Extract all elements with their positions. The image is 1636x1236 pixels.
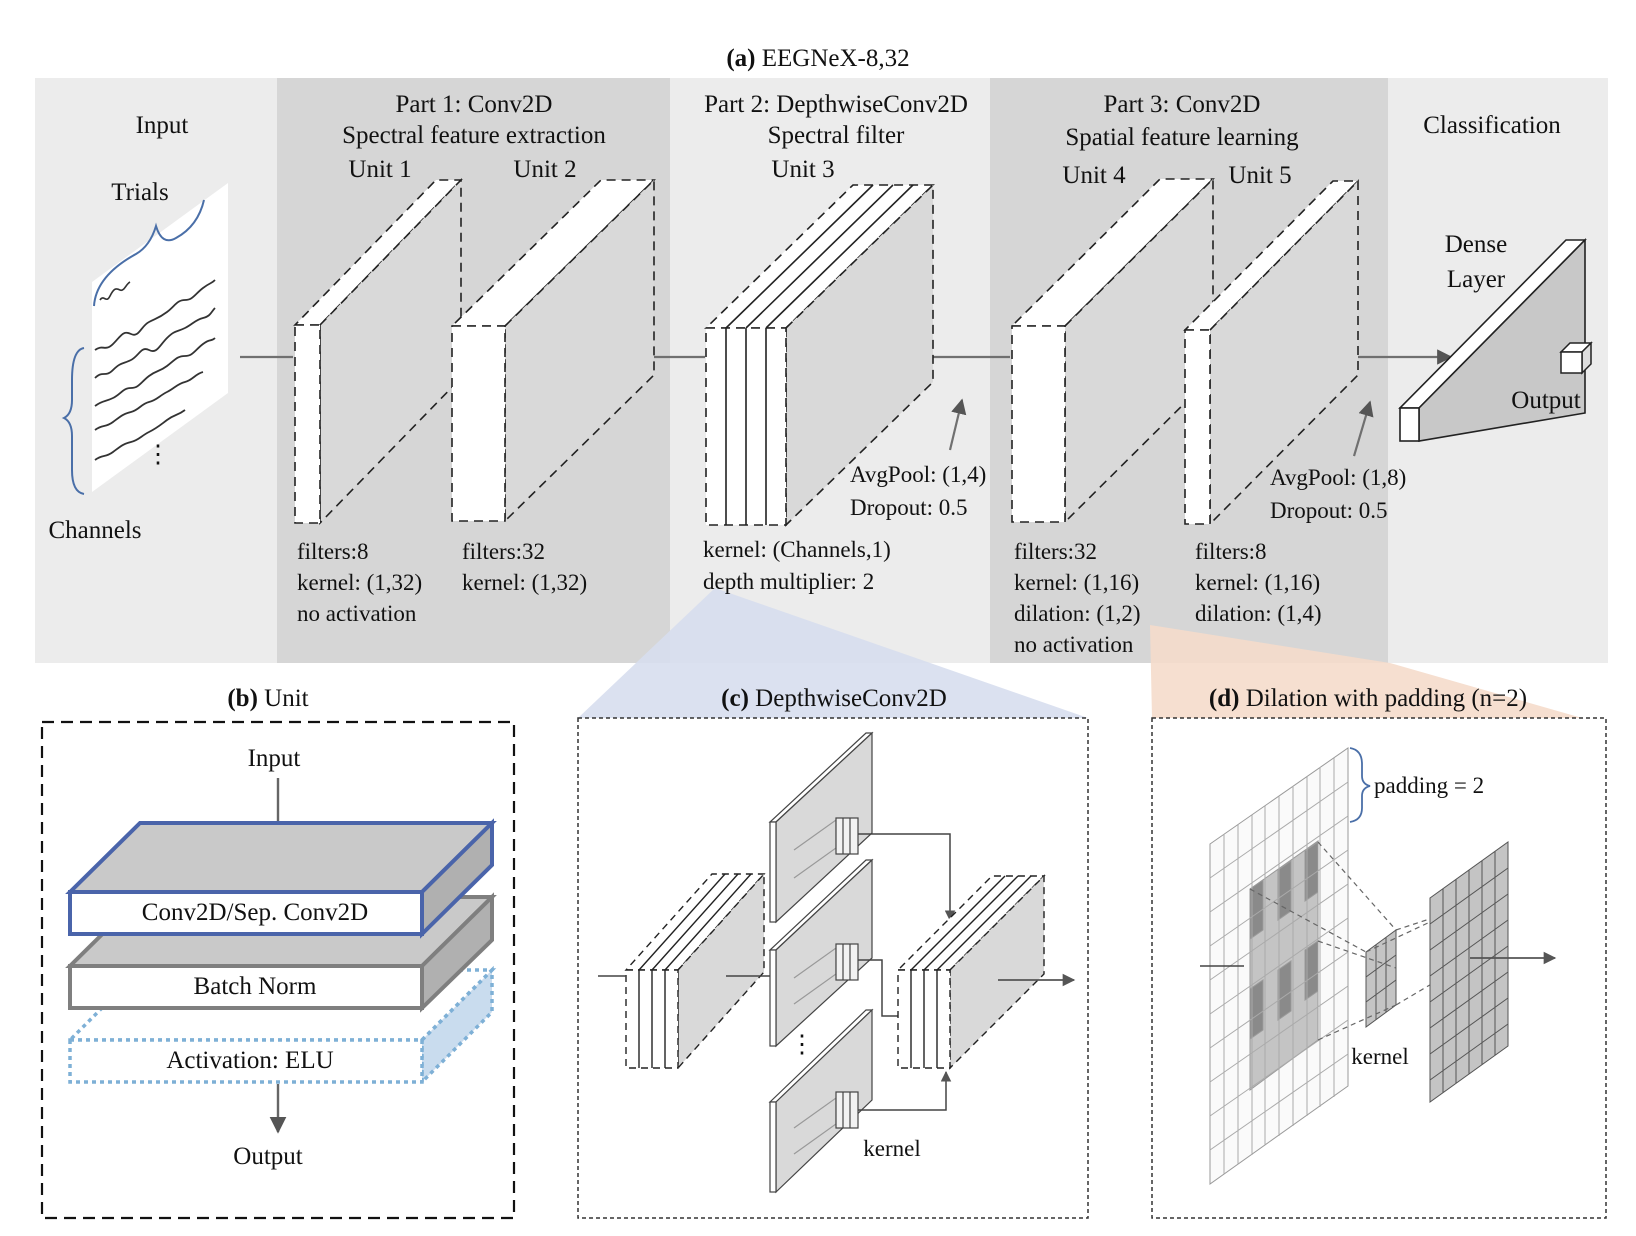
avgpool2-dropout: Dropout: 0.5: [1270, 498, 1388, 523]
output-label: Output: [1511, 387, 1581, 414]
part2-title: Part 2: DepthwiseConv2D: [704, 91, 968, 118]
output-cube: [1559, 341, 1593, 375]
unit5-note-dilation: dilation: (1,4): [1195, 601, 1321, 626]
dense-layer-bar: [1398, 238, 1587, 442]
trials-label: Trials: [111, 179, 168, 206]
unit3-note-kernel: kernel: (Channels,1): [703, 537, 891, 562]
depthwise-kernel-sheet-1: [768, 731, 874, 924]
depthwise-kernel-sheet-3: [768, 1008, 874, 1194]
depthwise-arrow-2: [858, 959, 910, 1022]
conv-layer: [65, 818, 497, 939]
avgpool1-pool: AvgPool: (1,4): [850, 462, 986, 487]
unit2-notes: filters:32 kernel: (1,32): [462, 539, 587, 595]
avgpool1-dropout: Dropout: 0.5: [850, 495, 968, 520]
avgpool2-pointer: [1352, 400, 1374, 457]
padding-brace: [1349, 747, 1371, 823]
unit2-note-filters: filters:32: [462, 539, 545, 564]
figure-d-title: (d) Dilation with padding (n=2): [1209, 685, 1527, 712]
depthwise-kernel-sheet-2: [768, 858, 874, 1048]
conv-layer-label: Conv2D/Sep. Conv2D: [142, 899, 368, 926]
unit1-note-filters: filters:8: [297, 539, 369, 564]
channels-label: Channels: [48, 517, 141, 544]
avgpool2-notes: AvgPool: (1,8) Dropout: 0.5: [1270, 465, 1406, 523]
batch-norm-label: Batch Norm: [194, 973, 317, 1000]
trials-brace: [93, 199, 205, 307]
part3-subtitle: Spatial feature learning: [1065, 124, 1299, 151]
avgpool1-pointer: [948, 398, 967, 451]
unit5-note-kernel: kernel: (1,16): [1195, 570, 1320, 595]
unit2-block: [450, 178, 656, 523]
dilation-kernel-label: kernel: [1351, 1044, 1408, 1069]
unit2-note-kernel: kernel: (1,32): [462, 570, 587, 595]
padded-input-gridlines: [1209, 758, 1349, 1174]
classification-title: Classification: [1423, 112, 1561, 139]
depthwise-ellipsis: ⋮: [790, 1031, 815, 1058]
unit3-label: Unit 3: [771, 156, 834, 183]
dilation-kernel: [1365, 929, 1397, 1028]
unit4-notes: filters:32 kernel: (1,16) dilation: (1,2…: [1014, 539, 1140, 657]
unit3-notes: kernel: (Channels,1) depth multiplier: 2: [703, 537, 891, 594]
avgpool1-notes: AvgPool: (1,4) Dropout: 0.5: [850, 462, 986, 520]
unit2-label: Unit 2: [513, 156, 576, 183]
unit4-note-filters: filters:32: [1014, 539, 1097, 564]
depthwise-arrows: [858, 833, 956, 1111]
unit1-label: Unit 1: [348, 156, 411, 183]
unit3-note-depth: depth multiplier: 2: [703, 569, 874, 594]
unit3-block: [704, 183, 935, 527]
avgpool2-pool: AvgPool: (1,8): [1270, 465, 1406, 490]
unit5-block: [1183, 179, 1360, 526]
depthwise-arrow-1: [858, 833, 956, 922]
depthwise-arrow-3: [858, 1070, 952, 1111]
unit5-label: Unit 5: [1228, 162, 1291, 189]
unit4-block: [1010, 177, 1215, 524]
part1-title: Part 1: Conv2D: [396, 91, 553, 118]
depthwise-kernel-label: kernel: [863, 1136, 920, 1161]
unit4-note-activation: no activation: [1014, 632, 1134, 657]
figure-a-title: (a) EEGNeX-8,32: [726, 45, 909, 72]
part1-subtitle: Spectral feature extraction: [342, 122, 606, 149]
unit-panel-input: Input: [248, 745, 301, 772]
part3-title: Part 3: Conv2D: [1104, 91, 1261, 118]
unit5-note-filters: filters:8: [1195, 539, 1267, 564]
channels-brace: [61, 347, 85, 495]
depthwise-panel-frame: [577, 717, 1089, 1219]
depthwise-input-stack: [624, 872, 766, 1070]
activation-layer-label: Activation: ELU: [166, 1047, 333, 1074]
dense-label-2: Layer: [1447, 266, 1506, 293]
figure-b-title: (b) Unit: [227, 685, 308, 712]
padding-label: padding = 2: [1374, 773, 1484, 798]
dilation-output-grid: [1429, 841, 1509, 1103]
unit4-label: Unit 4: [1062, 162, 1126, 189]
unit-panel-frame: [40, 720, 516, 1220]
unit1-note-activation: no activation: [297, 601, 417, 626]
unit1-note-kernel: kernel: (1,32): [297, 570, 422, 595]
input-section-title: Input: [136, 112, 189, 139]
unit4-note-kernel: kernel: (1,16): [1014, 570, 1139, 595]
part2-subtitle: Spectral filter: [768, 122, 905, 149]
unit4-note-dilation: dilation: (1,2): [1014, 601, 1140, 626]
unit5-notes: filters:8 kernel: (1,16) dilation: (1,4): [1195, 539, 1321, 626]
unit1-block: [293, 178, 463, 525]
unit1-notes: filters:8 kernel: (1,32) no activation: [297, 539, 422, 626]
dilation-panel-frame: [1151, 717, 1607, 1219]
unit-panel-output: Output: [233, 1143, 303, 1170]
depthwise-zoom-fan: [578, 588, 1088, 718]
channels-ellipsis: ⋮: [146, 441, 171, 468]
figure-c-title: (c) DepthwiseConv2D: [721, 685, 947, 712]
depthwise-output-stack: [896, 874, 1046, 1070]
dense-label-1: Dense: [1445, 231, 1507, 258]
dilation-zoom-fan: [1150, 625, 1582, 718]
